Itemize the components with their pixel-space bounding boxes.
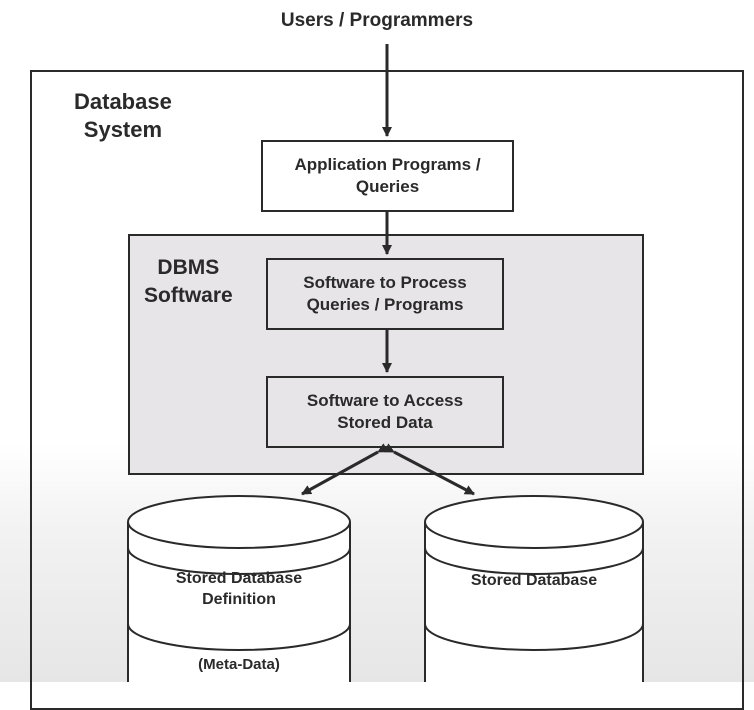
arrow-access-to-stored-db [383,443,475,496]
software-to-access-line2: Stored Data [337,413,433,432]
database-system-label: Database System [74,88,172,144]
software-to-process-line1: Software to Process [303,273,467,292]
metadata-cylinder [127,495,351,682]
database-system-label-line2: System [83,117,163,142]
dbms-software-label-line1: DBMS [157,256,220,279]
stored-database-label: Stored Database [470,572,598,589]
metadata-label-line1: Stored Database [175,570,303,587]
software-to-process-box: Software to Process Queries / Programs [266,258,504,330]
database-system-label-line1: Database [74,89,172,114]
software-to-access-line1: Software to Access [306,391,464,410]
users-programmers-label: Users / Programmers [280,10,474,31]
stored-database-cylinder [424,495,644,682]
software-to-process-line2: Queries / Programs [306,295,464,314]
dbms-software-label: DBMS Software [144,254,233,310]
software-to-access-box: Software to Access Stored Data [266,376,504,448]
application-programs-box: Application Programs / Queries [261,140,514,212]
application-programs-line1: Application Programs / [294,155,481,174]
application-programs-line2: Queries [355,177,420,196]
metadata-cylinder-label: Stored Database Definition [128,568,350,610]
metadata-paren-label: (Meta-Data) [198,656,280,673]
diagram-connectors [127,44,644,682]
dbms-software-label-line2: Software [144,284,233,307]
arrow-access-to-metadata [301,443,389,496]
metadata-label-line2: Definition [202,591,276,608]
